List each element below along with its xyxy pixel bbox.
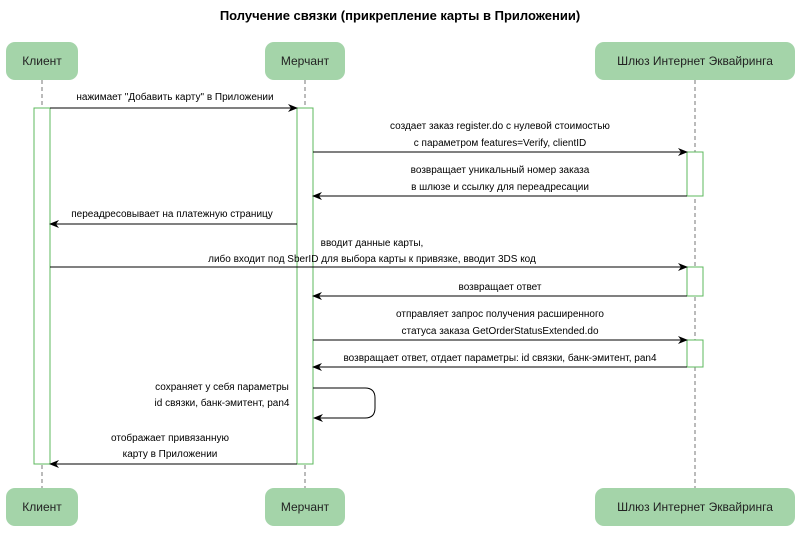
- message-label: отправляет запрос получения расширенного: [396, 309, 604, 320]
- participant-label: Клиент: [22, 54, 62, 68]
- participant-box: [265, 42, 345, 80]
- participant-label: Шлюз Интернет Эквайринга: [617, 54, 773, 68]
- message-3: возвращает уникальный номер заказа в шлюз…: [312, 165, 687, 200]
- participant-label: Мерчант: [281, 54, 330, 68]
- participant-client-bottom: Клиент: [6, 488, 78, 526]
- message-label: отображает привязанную: [111, 432, 229, 444]
- participant-gateway-top: Шлюз Интернет Эквайринга: [595, 42, 795, 80]
- message-1: нажимает "Добавить карту" в Приложении: [50, 91, 298, 112]
- activation-bar-gateway: [686, 339, 704, 368]
- message-label: либо входит под SberID для выбора карты …: [208, 253, 536, 265]
- message-4: переадресовывает на платежную страницу: [49, 209, 297, 228]
- participant-box: [595, 42, 795, 80]
- participant-box: [6, 42, 78, 80]
- activation-bar-merchant: [296, 107, 314, 465]
- message-7: отправляет запрос получения расширенного…: [313, 309, 688, 344]
- message-label: статуса заказа GetOrderStatusExtended.do: [401, 326, 598, 337]
- participant-box: [265, 488, 345, 526]
- message-6: возвращает ответ: [312, 282, 687, 300]
- participant-box: [6, 488, 78, 526]
- self-message-arrow: [313, 387, 376, 422]
- message-8: возвращает ответ, отдает параметры: id с…: [312, 352, 687, 371]
- participant-merchant-bottom: Мерчант: [265, 488, 345, 526]
- participant-label: Шлюз Интернет Эквайринга: [617, 500, 773, 514]
- message-label: вводит данные карты,: [321, 238, 424, 249]
- participant-merchant-top: Мерчант: [265, 42, 345, 80]
- participant-gateway-bottom: Шлюз Интернет Эквайринга: [595, 488, 795, 526]
- activation-bar-gateway: [686, 266, 704, 297]
- message-5: вводит данные карты, либо входит под Sber…: [50, 238, 688, 271]
- message-label: переадресовывает на платежную страницу: [71, 209, 273, 220]
- message-label: карту в Приложении: [123, 449, 218, 460]
- message-9: сохраняет у себя параметры id связки, бан…: [155, 381, 376, 422]
- message-label: в шлюзе и ссылку для переадресации: [411, 182, 589, 193]
- participant-label: Мерчант: [281, 500, 330, 514]
- message-label: возвращает уникальный номер заказа: [411, 165, 590, 176]
- participant-box: [595, 488, 795, 526]
- message-label: нажимает "Добавить карту" в Приложении: [76, 91, 273, 103]
- message-label: возвращает ответ: [459, 282, 542, 293]
- message-label: возвращает ответ, отдает параметры: id с…: [343, 352, 656, 364]
- message-label: с параметром features=Verify, clientID: [414, 138, 586, 149]
- participant-label: Клиент: [22, 500, 62, 514]
- participant-client-top: Клиент: [6, 42, 78, 80]
- activation-bar-client: [33, 107, 51, 465]
- message-10: отображает привязанную карту в Приложении: [49, 432, 297, 468]
- message-label: id связки, банк-эмитент, pan4: [155, 397, 290, 409]
- message-label: создает заказ register.do с нулевой стои…: [390, 121, 610, 132]
- message-label: сохраняет у себя параметры: [155, 381, 289, 393]
- message-2: создает заказ register.do с нулевой стои…: [313, 121, 688, 156]
- activation-bar-gateway: [686, 151, 704, 197]
- diagram-title: Получение связки (прикрепление карты в П…: [219, 8, 581, 23]
